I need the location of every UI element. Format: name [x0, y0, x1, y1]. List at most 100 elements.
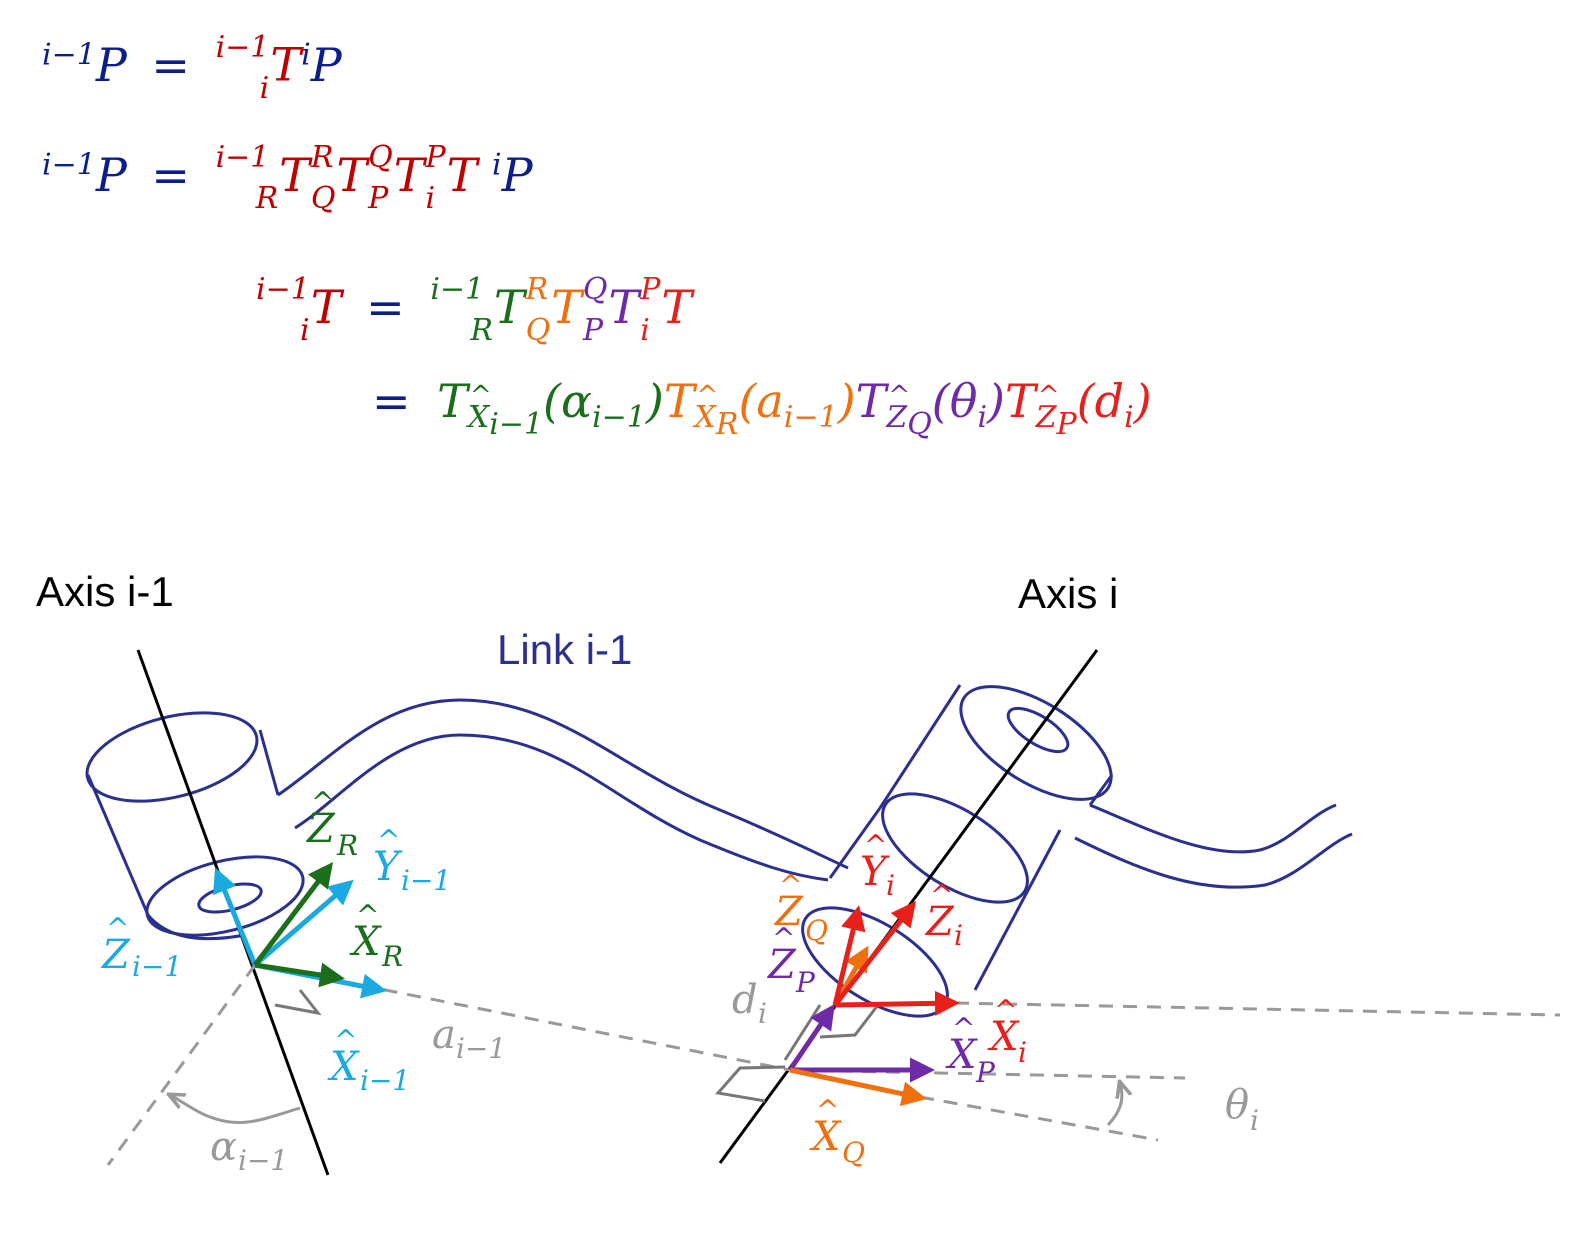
common-normal-line — [359, 983, 791, 1072]
link-out-bottom-edge — [1074, 832, 1353, 889]
eq1-equals: = — [151, 37, 190, 92]
z-p-label: Z ^ P — [766, 922, 816, 999]
eq2-t2-sub: Q — [310, 180, 336, 216]
eq1-t: T — [270, 37, 302, 92]
eq4-factor-1: TXi−1(αi−1) — [437, 374, 664, 440]
x-i-hat: ^ — [994, 994, 1017, 1027]
z-im1-arrow — [212, 867, 258, 966]
right-cylinder-side-left — [878, 684, 962, 809]
x-q-sub: Q — [842, 1136, 865, 1169]
alpha-im1-sub: i−1 — [238, 1144, 288, 1177]
link-label: Link i-1 — [497, 626, 632, 673]
left-cylinder-side-right — [258, 729, 280, 796]
alpha-arc — [170, 1095, 301, 1125]
x-q-arrow — [789, 1067, 927, 1107]
construction-lines — [106, 964, 1561, 1166]
z-p-hat: ^ — [772, 922, 795, 955]
d-i-sub: i — [758, 997, 767, 1030]
x-i-letter: X — [987, 1014, 1020, 1060]
eq3-t1: T — [493, 279, 525, 334]
eq4-factor-2: TXR(ai−1) — [664, 374, 856, 440]
z-q-sub: Q — [805, 914, 828, 947]
z-p-arrow — [787, 1003, 835, 1072]
z-i-arrow — [833, 901, 917, 1007]
eq4-f2-arg-sub: i−1 — [783, 400, 838, 436]
y-i-letter: Y — [860, 849, 890, 895]
eq3-lhs-sup: i−1 — [256, 272, 310, 307]
link-arm-top-edge — [277, 698, 849, 870]
x-r-sub: R — [381, 940, 403, 973]
x-q-label: X ^ Q — [809, 1094, 865, 1169]
eq4-factor-4: TZP(di) — [1005, 374, 1152, 440]
eq4-f4-arg: (d — [1076, 374, 1125, 428]
eq1-t-sub: i — [259, 70, 270, 106]
axis-i-label: Axis i — [1018, 570, 1118, 617]
eq3-lhs-sub: i — [300, 312, 310, 348]
z-im1-label: Z ^ i−1 — [100, 912, 182, 983]
eq3-t1-sup: i−1 — [430, 272, 485, 307]
xi-extension-line — [954, 1001, 1561, 1017]
y-im1-arrow — [253, 879, 354, 967]
eq4-f4-close: ) — [1133, 374, 1152, 428]
eq4-f1-arg: (α — [543, 374, 593, 428]
eq3-t2: T — [551, 279, 582, 334]
eq1-lhs: P — [95, 37, 127, 92]
alpha-ref-line — [106, 964, 257, 1166]
right-cylinder-lower-right — [973, 829, 1062, 991]
eq1-rhs: P — [310, 37, 342, 92]
x-im1-sub: i−1 — [360, 1064, 410, 1097]
y-i-label: Y ^ i — [860, 829, 895, 902]
x-p-letter: X — [945, 1032, 978, 1078]
eq1-rhs-sup: i — [301, 37, 311, 73]
eq3-t4-sup: P — [640, 272, 661, 307]
alpha-im1-letter: α — [210, 1124, 237, 1170]
eq4-f1-axis-sub: i−1 — [489, 407, 544, 443]
z-q-letter: Z — [773, 889, 804, 935]
z-i-label: Z ^ i — [924, 879, 963, 952]
z-r-arrow — [253, 862, 334, 967]
z-r-sub: R — [336, 829, 358, 862]
z-i-hat: ^ — [930, 879, 953, 912]
frame-r-arrows — [253, 862, 345, 988]
a-im1-label: a i−1 — [432, 1012, 506, 1065]
z-im1-sub: i−1 — [132, 950, 182, 983]
frame-i-arrows — [832, 901, 960, 1016]
eq3-t4-sub: i — [640, 312, 650, 348]
x-p-sub: P — [975, 1056, 996, 1089]
eq2-t1: T — [279, 147, 310, 202]
link-out-top-edge — [1089, 803, 1337, 854]
a-im1-sub: i−1 — [456, 1032, 506, 1065]
xp-extension-line — [789, 1068, 1186, 1080]
eq3-t2-sub: Q — [525, 312, 551, 348]
y-im1-hat: ^ — [377, 824, 400, 857]
right-cylinder-side-right — [1088, 774, 1114, 806]
eq2-lhs: P — [95, 147, 127, 202]
right-cylinder-lower-left — [828, 807, 882, 879]
right-cylinder-top — [959, 685, 1113, 801]
eq3-t3-sup: Q — [582, 272, 608, 307]
x-im1-label: X ^ i−1 — [327, 1024, 410, 1097]
theta-i-letter: θ — [1225, 1082, 1249, 1128]
a-im1-letter: a — [432, 1012, 456, 1058]
eq4-f3-arg: (θ — [931, 374, 978, 428]
z-r-letter: Z — [305, 806, 336, 852]
frame-p-arrows — [787, 1003, 935, 1083]
eq2-t4: T — [446, 147, 478, 202]
eq4-factor-3: TZQ(θi) — [856, 374, 1005, 440]
eq2-t1-sub: R — [255, 180, 279, 216]
theta-i-label: θ i — [1225, 1082, 1259, 1137]
z-q-hat: ^ — [779, 869, 802, 902]
eq2-t3-sub: P — [368, 180, 389, 216]
eq4-f2-arg: (a — [738, 374, 784, 428]
alpha-im1-label: α i−1 — [210, 1124, 288, 1177]
